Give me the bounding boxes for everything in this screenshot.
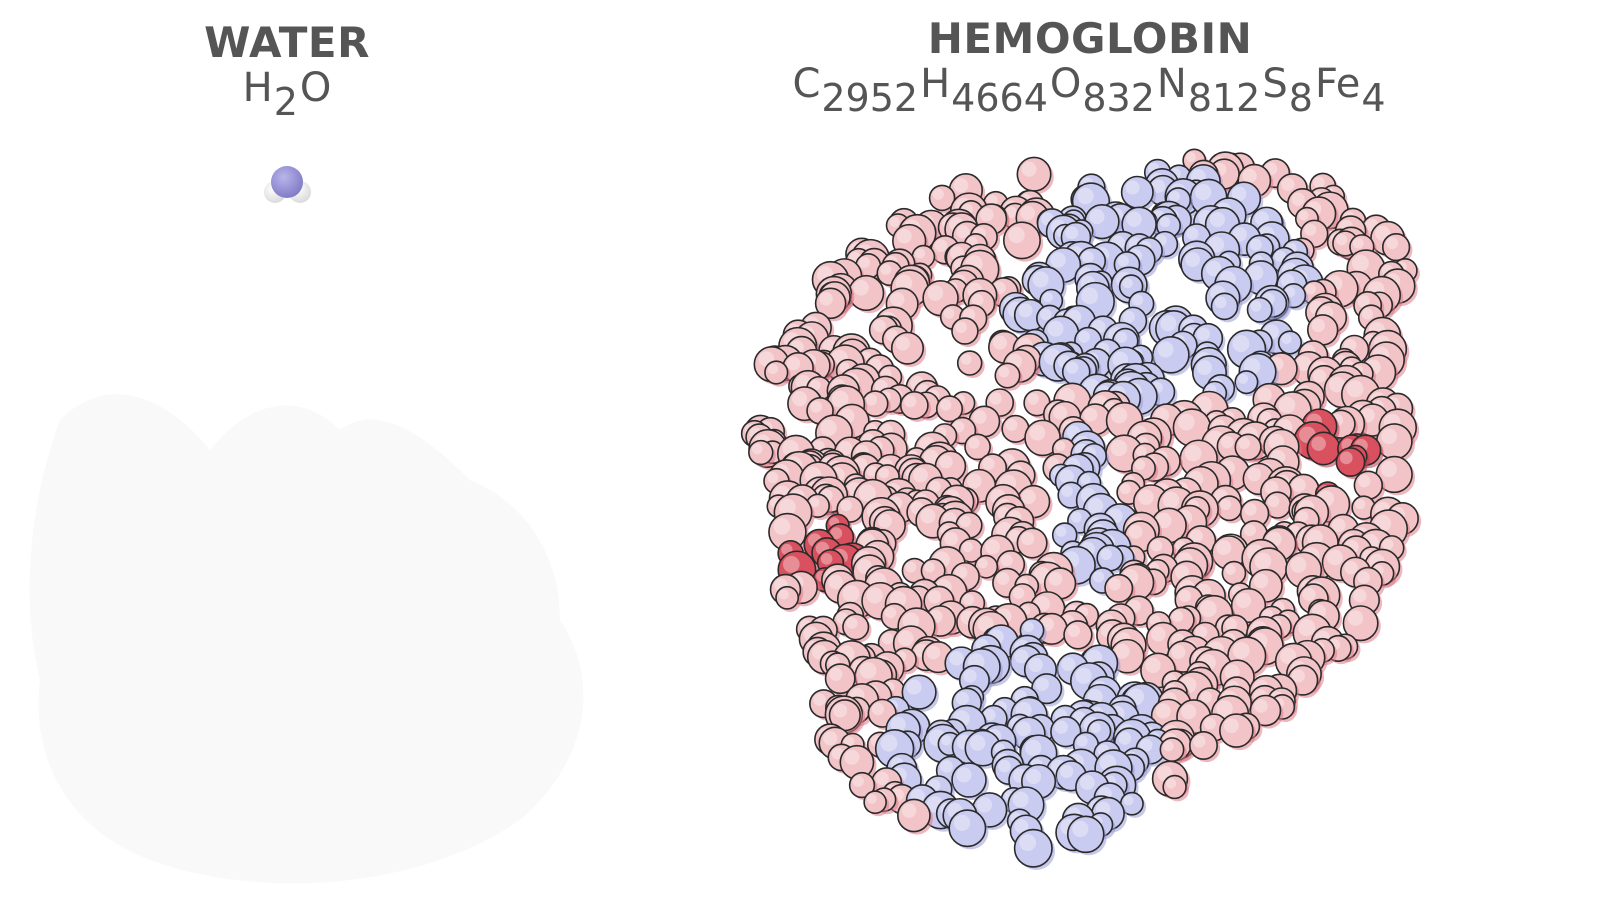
atom-sphere	[1162, 774, 1187, 800]
atom-sphere	[1013, 828, 1053, 868]
atom-sphere	[1050, 715, 1082, 748]
atom-sphere	[899, 391, 929, 420]
atom-sphere	[848, 771, 876, 799]
atom-sphere	[814, 287, 847, 320]
atom-sphere	[863, 790, 887, 815]
oxygen-atom	[271, 166, 303, 198]
atom-sphere	[842, 613, 870, 641]
atom-sphere	[1234, 370, 1259, 395]
hemoglobin-formula-count: 832	[1082, 76, 1155, 120]
water-title: WATER	[204, 18, 370, 67]
atom-sphere	[1335, 447, 1366, 478]
atom-sphere	[901, 674, 937, 710]
water-formula-element: O	[299, 65, 332, 111]
atom-sphere	[1210, 292, 1239, 321]
hemoglobin-formula-count: 4	[1361, 76, 1386, 120]
hemoglobin-formula-count: 4664	[951, 76, 1048, 120]
atom-sphere	[951, 762, 987, 798]
hemoglobin-formula-count: 8	[1288, 76, 1313, 120]
atom-sphere	[948, 809, 987, 848]
hemoglobin-label-group: HEMOGLOBIN C2952H4664O832N812S8Fe4	[775, 0, 1405, 118]
hemoglobin-molecule-illustration	[740, 148, 1422, 870]
hemoglobin-formula-element: N	[1156, 61, 1187, 107]
atom-sphere	[956, 350, 983, 376]
water-label-group: WATER H2O	[182, 0, 392, 122]
hemoglobin-title: HEMOGLOBIN	[927, 14, 1253, 63]
atom-sphere	[1381, 233, 1411, 262]
atom-sphere	[1002, 221, 1041, 260]
atom-sphere	[748, 439, 774, 466]
water-molecule-illustration	[264, 166, 311, 203]
hemoglobin-formula-element: S	[1262, 61, 1288, 107]
atom-sphere	[1104, 573, 1134, 603]
atom-sphere	[896, 798, 931, 833]
water-formula-element: H	[242, 65, 273, 111]
atom-sphere	[775, 585, 800, 610]
hemoglobin-atom-cluster	[740, 148, 1422, 870]
atom-sphere	[824, 663, 856, 695]
atom-sphere	[1246, 296, 1273, 323]
atom-sphere	[1342, 605, 1379, 642]
atom-sphere	[1016, 527, 1048, 559]
atom-sphere	[1219, 713, 1254, 748]
atom-sphere	[1277, 330, 1303, 355]
atom-sphere	[964, 433, 991, 461]
hemoglobin-formula-element: H	[920, 61, 951, 107]
atom-sphere	[1249, 694, 1282, 727]
hemoglobin-formula-element: C	[792, 61, 821, 107]
atom-sphere	[951, 317, 979, 345]
hemoglobin-formula-element: Fe	[1314, 61, 1361, 107]
water-formula: H2O	[182, 68, 392, 121]
atom-sphere	[928, 184, 956, 212]
atom-sphere	[935, 395, 964, 423]
atom-sphere	[1024, 419, 1061, 457]
atom-sphere	[1234, 433, 1262, 461]
atom-sphere	[994, 362, 1021, 389]
atom-sphere	[764, 360, 789, 385]
hemoglobin-formula-element: O	[1049, 61, 1082, 107]
atom-sphere	[1066, 815, 1105, 854]
hemoglobin-formula: C2952H4664O832N812S8Fe4	[775, 64, 1405, 117]
atom-sphere	[890, 331, 925, 365]
hemoglobin-formula-count: 2952	[821, 76, 919, 120]
hemoglobin-formula-count: 812	[1187, 76, 1261, 120]
atom-sphere	[1230, 587, 1267, 624]
water-formula-count: 2	[273, 80, 298, 124]
atom-sphere	[1063, 620, 1093, 650]
faded-background-illustration	[29, 394, 584, 884]
atom-sphere	[1189, 730, 1218, 760]
